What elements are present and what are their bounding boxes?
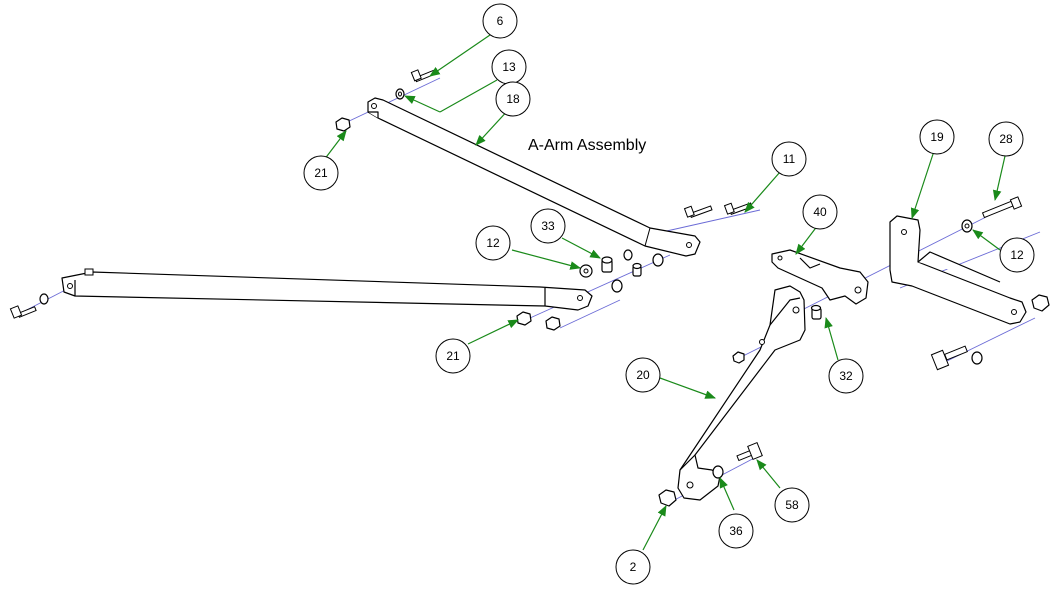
bolt-large-right <box>930 345 968 371</box>
nut-21-lower-b <box>545 316 561 331</box>
leader-lines <box>323 34 1006 551</box>
bushing-small <box>632 262 642 277</box>
bolt-58 <box>736 441 763 462</box>
svg-text:11: 11 <box>783 152 796 166</box>
balloon-19: 19 <box>919 119 955 155</box>
washer-36 <box>712 465 724 479</box>
bushing-32 <box>810 304 822 320</box>
svg-text:40: 40 <box>813 205 827 219</box>
balloon-33: 33 <box>530 208 566 244</box>
balloon-40: 40 <box>802 194 838 230</box>
balloon-20: 20 <box>625 357 661 393</box>
bolt-left <box>9 305 37 319</box>
bracket-part-20 <box>677 285 806 501</box>
svg-text:13: 13 <box>502 60 516 74</box>
svg-text:19: 19 <box>930 130 944 144</box>
balloon-12-right: 12 <box>999 237 1035 273</box>
svg-text:12: 12 <box>1010 248 1024 262</box>
svg-text:21: 21 <box>446 349 460 363</box>
balloon-12-left: 12 <box>475 225 511 261</box>
washer-lower <box>611 279 623 293</box>
plate-part-19 <box>889 215 1027 325</box>
balloon-2: 2 <box>615 549 651 585</box>
svg-text:58: 58 <box>785 498 799 512</box>
svg-text:6: 6 <box>497 14 504 28</box>
washer-left <box>39 293 49 305</box>
balloon-11: 11 <box>771 141 807 177</box>
lower-arm <box>61 268 593 311</box>
balloon-21-lower: 21 <box>435 338 471 374</box>
washer-right <box>971 351 983 365</box>
diagram-title: A-Arm Assembly <box>528 137 646 154</box>
nut-bracket-20 <box>732 351 745 364</box>
svg-text:36: 36 <box>729 524 743 538</box>
svg-text:32: 32 <box>839 369 853 383</box>
washer-pair-b <box>652 253 664 267</box>
svg-text:12: 12 <box>486 236 500 250</box>
nut-2 <box>658 489 677 507</box>
balloon-6: 6 <box>482 3 518 39</box>
bolt-28 <box>981 196 1023 219</box>
balloon-13: 13 <box>491 49 527 85</box>
svg-text:21: 21 <box>314 166 328 180</box>
balloon-36: 36 <box>718 513 754 549</box>
svg-text:20: 20 <box>636 368 650 382</box>
svg-text:33: 33 <box>541 219 555 233</box>
bushing-33 <box>601 256 613 273</box>
hardware <box>39 88 1050 507</box>
svg-text:18: 18 <box>506 92 520 106</box>
bolt-11-a <box>683 205 713 218</box>
bracket-part-40 <box>771 249 869 305</box>
nut-right <box>1031 294 1050 312</box>
bolts <box>9 69 1023 462</box>
nut-21-upper <box>335 117 351 132</box>
balloon-18: 18 <box>495 81 531 117</box>
bolt-6 <box>410 69 436 83</box>
part-balloons: 6 13 18 21 11 33 12 21 40 19 28 12 32 20… <box>303 3 1035 585</box>
svg-text:28: 28 <box>999 132 1013 146</box>
washer-pair-a <box>623 249 633 261</box>
balloon-58: 58 <box>774 487 810 523</box>
svg-text:2: 2 <box>630 560 637 574</box>
nut-21-lower-a <box>516 311 532 326</box>
upper-arm-part-18 <box>367 97 701 257</box>
balloon-21-upper: 21 <box>303 155 339 191</box>
balloon-28: 28 <box>988 121 1024 157</box>
balloon-32: 32 <box>828 358 864 394</box>
